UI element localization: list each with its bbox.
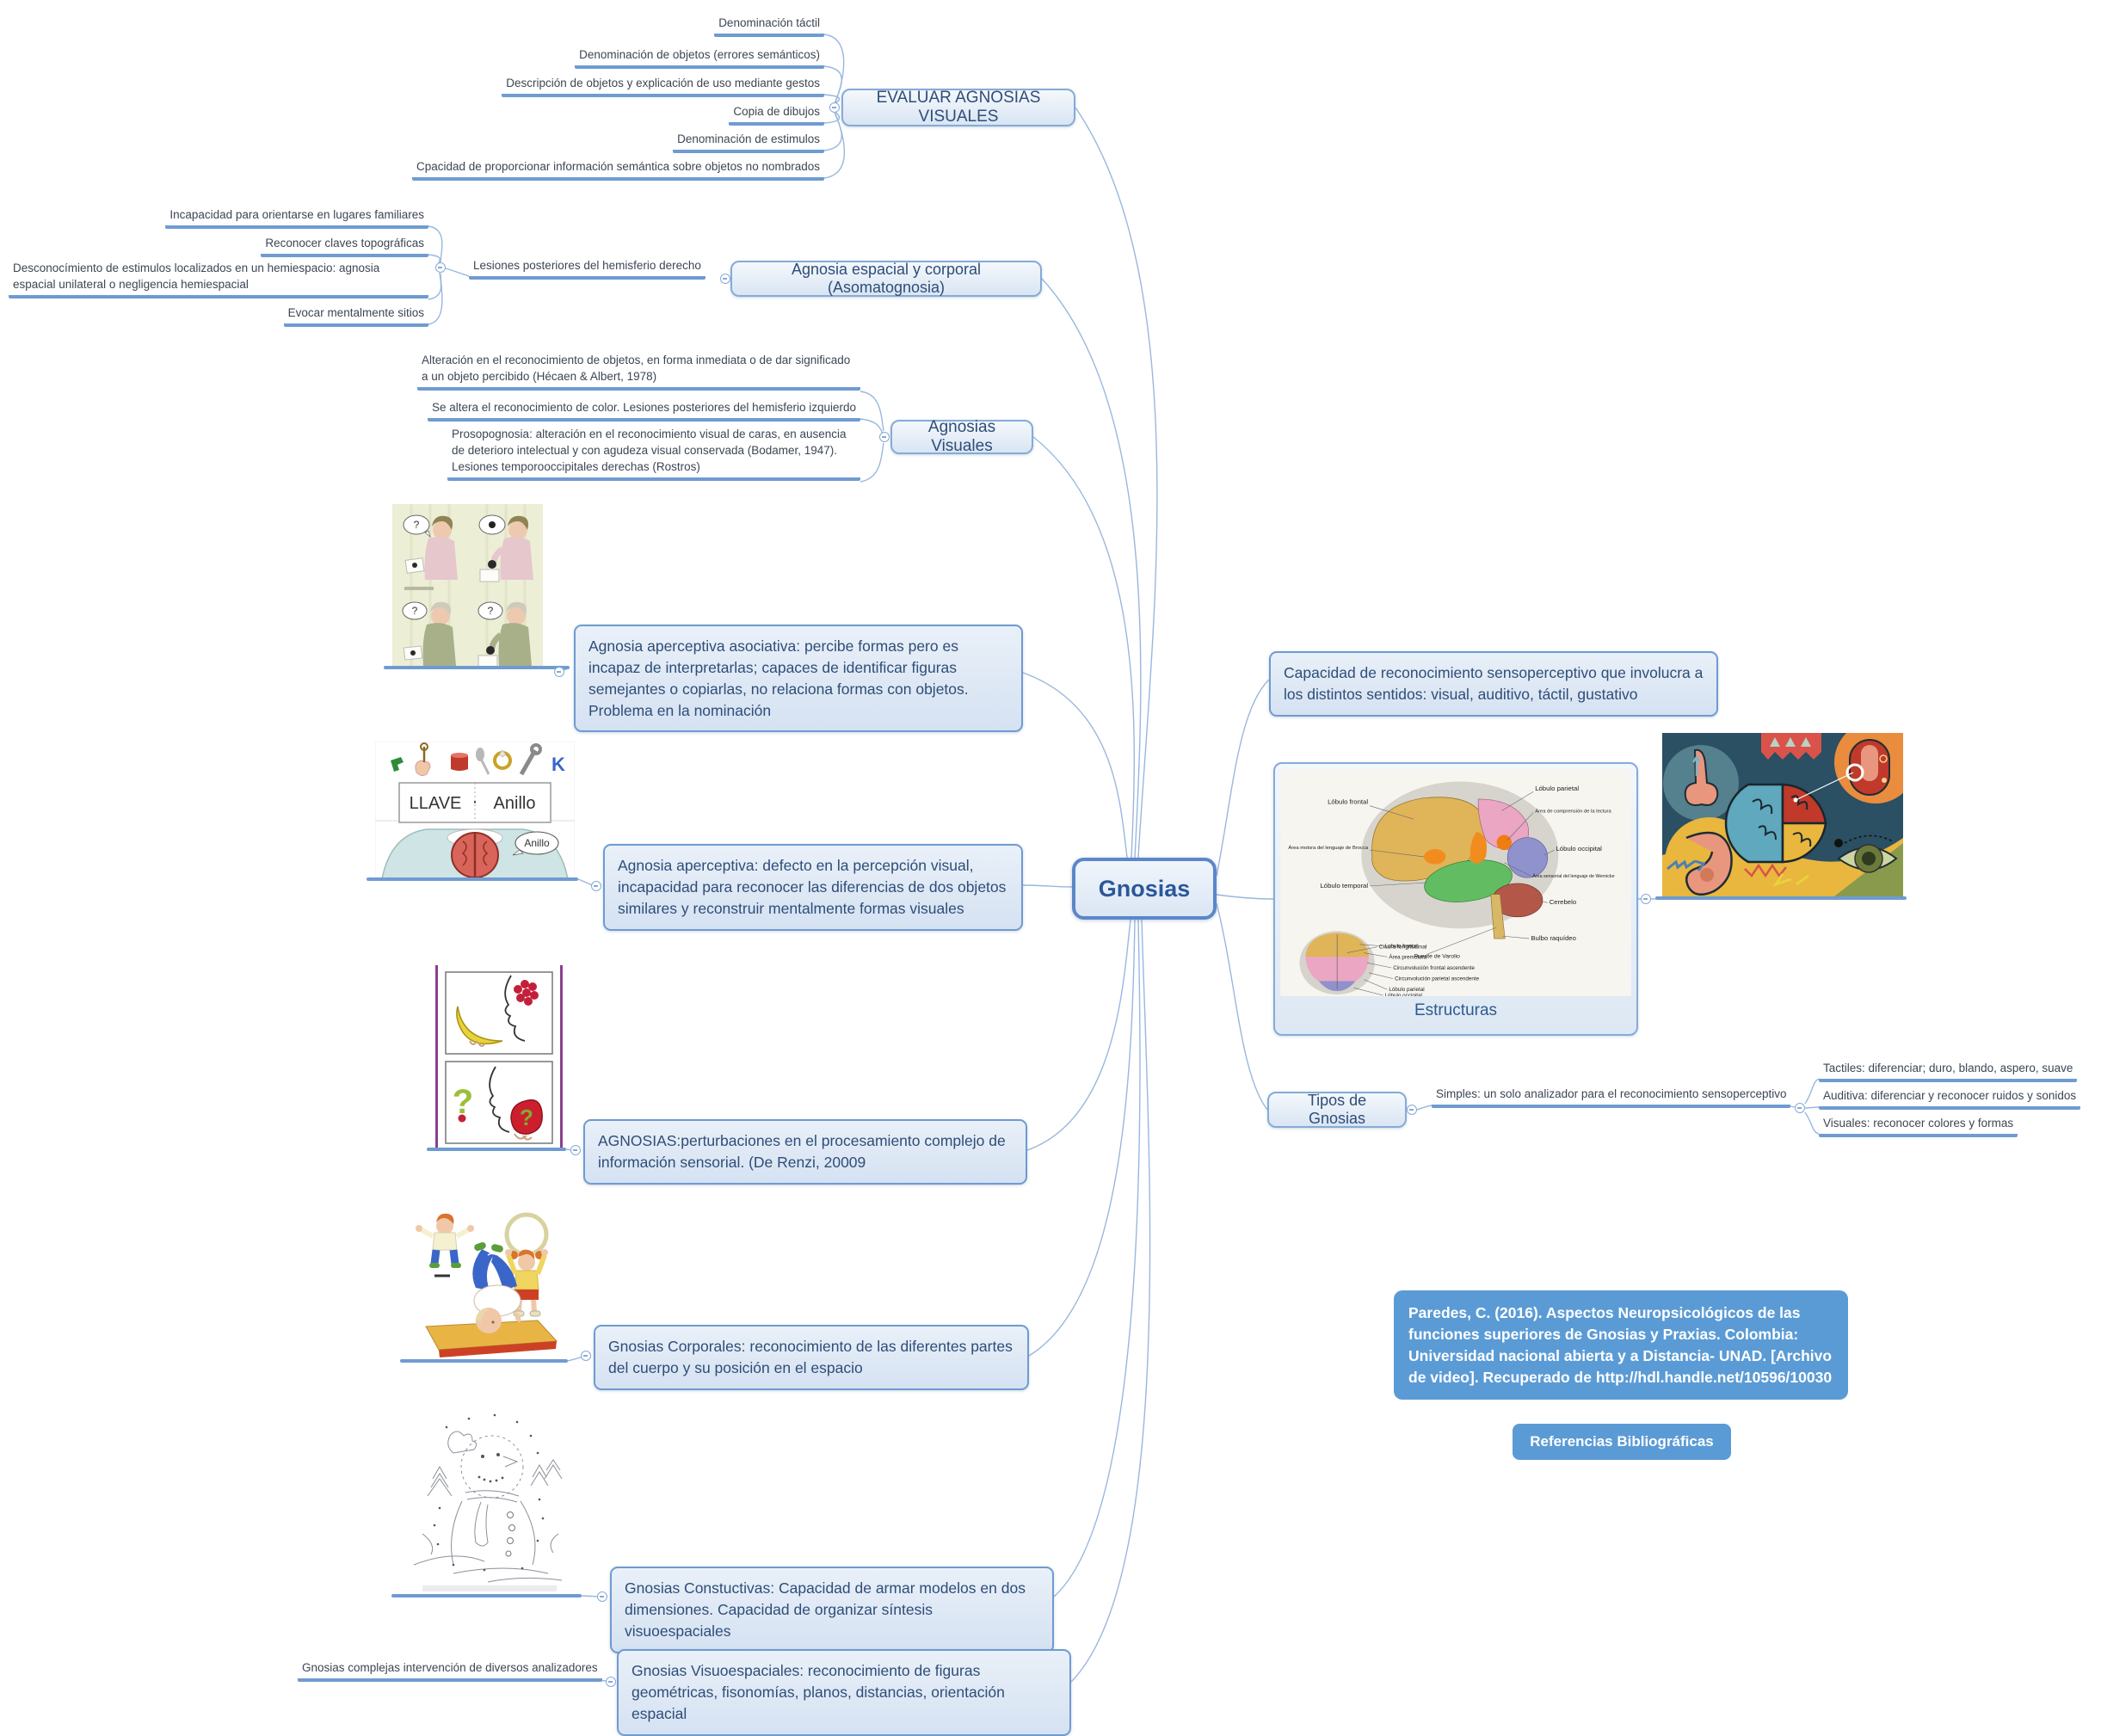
- collapse-toggle[interactable]: [591, 881, 601, 891]
- question-glyph: ?: [520, 1105, 533, 1130]
- brain-label: Cerebelo: [1550, 898, 1576, 906]
- referencias-bibliograficas-button[interactable]: Referencias Bibliográficas: [1513, 1424, 1731, 1460]
- collapse-toggle[interactable]: [570, 1145, 581, 1155]
- sign-word-llave: LLAVE: [410, 794, 462, 813]
- brain-label: Lóbulo temporal: [1320, 882, 1368, 890]
- memory-test-image-node[interactable]: ? ? ?: [392, 504, 543, 672]
- leaf-desconocimiento-hemiespacio[interactable]: Desconocímiento de estimulos localizados…: [9, 259, 428, 299]
- question-glyph: ?: [488, 605, 494, 617]
- leaf-capacidad-semantica[interactable]: Cpacidad de proporcionar información sem…: [411, 157, 824, 181]
- brain-label: Puente de Varolio: [1414, 953, 1460, 959]
- brain-label: Área premotora: [1389, 952, 1426, 960]
- senses-illustration: [1662, 721, 1917, 907]
- sign-separator: ·: [472, 792, 478, 811]
- brain-label: Lóbulo parietal: [1535, 785, 1579, 792]
- dot-to-dot-image-node[interactable]: [402, 1405, 578, 1600]
- citation-box: Paredes, C. (2016). Aspectos Neuropsicol…: [1394, 1290, 1848, 1400]
- leaf-reconocer-claves[interactable]: Reconocer claves topográficas: [261, 234, 428, 257]
- node-agnosia-espacial-corporal[interactable]: Agnosia espacial y corporal (Asomatognos…: [730, 261, 1042, 297]
- collapse-toggle[interactable]: [829, 102, 840, 113]
- brain-label: Lóbulo parietal: [1389, 987, 1424, 993]
- collapse-toggle[interactable]: [879, 432, 890, 442]
- node-tipos-de-gnosias[interactable]: Tipos de Gnosias: [1267, 1092, 1407, 1128]
- panel-woman-question: ?: [403, 514, 458, 580]
- dot-to-dot-snowman: [402, 1405, 578, 1596]
- boy-jumping: [416, 1213, 474, 1277]
- leaf-descripcion-objetos[interactable]: Descripción de objetos y explicación de …: [502, 74, 824, 97]
- leaf-gnosias-auditivas[interactable]: Auditiva: diferenciar y reconocer ruidos…: [1819, 1087, 2081, 1110]
- node-definicion-gnosias[interactable]: Capacidad de reconocimiento sensopercept…: [1269, 651, 1718, 717]
- leaf-gnosias-tactiles[interactable]: Tactiles: diferenciar; duro, blando, asp…: [1819, 1059, 2078, 1082]
- node-gnosias-corporales[interactable]: Gnosias Corporales: reconocimiento de la…: [594, 1325, 1029, 1390]
- letter-k-glyph: K: [551, 754, 565, 775]
- brain-label: Área de comprensión de la lectura: [1535, 808, 1611, 814]
- brain-label: Bulbo raquídeo: [1531, 934, 1576, 942]
- collapse-toggle[interactable]: [597, 1591, 607, 1602]
- kids-playing-cartoon: [409, 1202, 564, 1361]
- node-estructuras[interactable]: Lóbulo frontal Lóbulo parietal Área de c…: [1273, 762, 1638, 1036]
- brain-label: Lobulo frontal: [1385, 944, 1418, 950]
- brain-label: Circunvolución frontal ascendente: [1393, 965, 1475, 971]
- collapse-toggle[interactable]: [1407, 1105, 1417, 1115]
- leaf-prosopognosia[interactable]: Prosopognosia: alteración en el reconoci…: [447, 425, 860, 481]
- collapse-toggle[interactable]: [435, 262, 446, 273]
- leaf-denominacion-tactil[interactable]: Denominación táctil: [714, 14, 824, 37]
- brain-anatomy-image: Lóbulo frontal Lóbulo parietal Área de c…: [1280, 769, 1631, 996]
- panel-man-object: ?: [478, 601, 532, 668]
- brain-label: Lóbulo occipital: [1385, 993, 1422, 996]
- brain-label: Cisura longitudinal: [1379, 945, 1427, 951]
- dots-image-underline: [391, 1594, 582, 1597]
- leaf-denominacion-estimulos[interactable]: Denominación de estimulos: [673, 130, 824, 153]
- leaf-incapacidad-orientarse[interactable]: Incapacidad para orientarse en lugares f…: [165, 206, 428, 229]
- leaf-denominacion-objetos[interactable]: Denominación de objetos (errores semánti…: [575, 46, 824, 69]
- node-agnosia-aperceptiva-asociativa[interactable]: Agnosia aperceptiva asociativa: percibe …: [574, 625, 1023, 733]
- collapse-toggle[interactable]: [1641, 894, 1651, 904]
- llave-anillo-image-node[interactable]: K LLAVE · Anillo Anillo: [374, 741, 576, 883]
- leaf-alteracion-reconocimiento[interactable]: Alteración en el reconocimiento de objet…: [417, 351, 860, 391]
- collapse-toggle[interactable]: [720, 274, 730, 284]
- sign-word-anillo: Anillo: [494, 794, 536, 813]
- root-node-gnosias[interactable]: Gnosias: [1072, 858, 1217, 920]
- leaf-gnosias-complejas[interactable]: Gnosias complejas intervención de divers…: [298, 1659, 602, 1682]
- brain-label: Lóbulo frontal: [1328, 798, 1368, 806]
- collapse-toggle[interactable]: [581, 1351, 591, 1361]
- leaf-gnosias-visuales[interactable]: Visuales: reconocer colores y formas: [1819, 1114, 2018, 1137]
- leaf-evocar-sitios[interactable]: Evocar mentalmente sitios: [283, 304, 428, 327]
- brain-label: Lóbulo occipital: [1556, 845, 1602, 853]
- banana-face-cartoon: ? ?: [435, 965, 563, 1150]
- leaf-gnosias-simples[interactable]: Simples: un solo analizador para el reco…: [1432, 1085, 1791, 1108]
- leaf-reconocimiento-color[interactable]: Se altera el reconocimiento de color. Le…: [427, 398, 860, 422]
- senses-illustration-image[interactable]: [1662, 721, 1917, 907]
- brain-label: Área sensorial del lenguaje de Wernicke: [1532, 873, 1614, 879]
- estructuras-caption: Estructuras: [1414, 1001, 1498, 1019]
- kids-playing-image-node[interactable]: [409, 1202, 564, 1365]
- node-agnosias-visuales[interactable]: Agnosias Visuales: [890, 418, 1033, 455]
- node-agnosias-definicion[interactable]: AGNOSIAS:perturbaciones en el procesamie…: [583, 1119, 1027, 1185]
- memory-test-cartoon: ? ? ?: [392, 504, 543, 668]
- node-evaluar-agnosias-visuales[interactable]: EVALUAR AGNOSIAS VISUALES: [841, 89, 1075, 126]
- panel-woman-object: [478, 514, 533, 582]
- node-agnosia-aperceptiva[interactable]: Agnosia aperceptiva: defecto en la perce…: [603, 844, 1023, 931]
- llave-image-underline: [367, 877, 578, 881]
- anillo-bubble-text: Anillo: [524, 837, 550, 849]
- collapse-toggle[interactable]: [606, 1677, 616, 1687]
- senses-image-underline: [1655, 896, 1907, 900]
- kid-tumbling: [472, 1241, 521, 1333]
- brain-label: Circunvolución parietal ascendente: [1395, 976, 1480, 982]
- kids-image-underline: [400, 1359, 568, 1363]
- banana-face-image-node[interactable]: ? ?: [435, 965, 563, 1154]
- collapse-toggle[interactable]: [1795, 1103, 1805, 1113]
- node-gnosias-constructivas[interactable]: Gnosias Constuctivas: Capacidad de armar…: [610, 1567, 1054, 1653]
- llave-anillo-cartoon: K LLAVE · Anillo Anillo: [374, 741, 576, 880]
- node-gnosias-visuoespaciales[interactable]: Gnosias Visuoespaciales: reconocimiento …: [617, 1649, 1071, 1736]
- panel-man-question: ?: [402, 601, 456, 666]
- leaf-lesiones-hemisferio-derecho[interactable]: Lesiones posteriores del hemisferio dere…: [469, 256, 705, 280]
- question-glyph: ?: [414, 519, 420, 531]
- banana-image-underline: [427, 1148, 566, 1151]
- question-glyph: ?: [412, 605, 418, 617]
- collapse-toggle[interactable]: [554, 667, 564, 677]
- leaf-copia-dibujos[interactable]: Copia de dibujos: [729, 102, 824, 126]
- brain-label: Área motora del lenguaje de Brocca: [1288, 845, 1369, 851]
- memory-image-underline: [384, 666, 570, 669]
